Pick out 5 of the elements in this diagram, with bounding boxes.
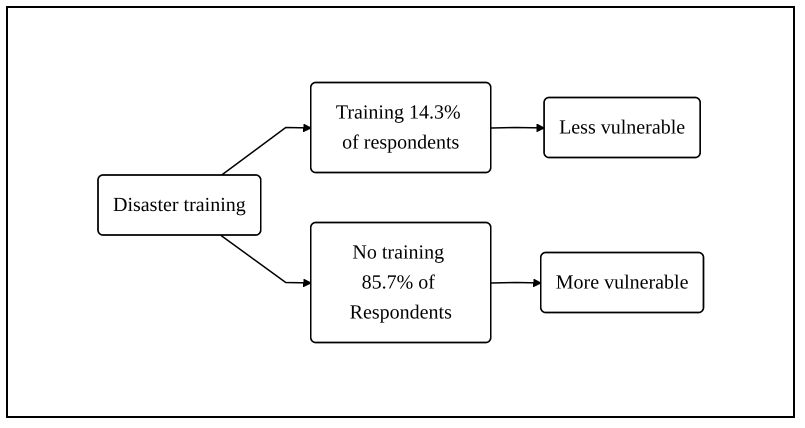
diagram-frame: Disaster training Training 14.3% of respondents Less vulnerable No training 85.7% of Respondents More vulnerable [6, 6, 795, 418]
arrow [220, 122, 312, 176]
arrow [220, 234, 312, 287]
arrow [490, 122, 545, 132]
arrow [490, 278, 542, 287]
